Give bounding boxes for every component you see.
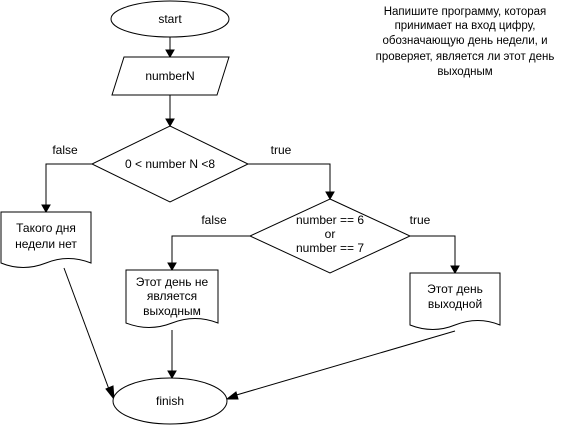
not-weekend-document: Этот день не является выходным <box>125 269 219 328</box>
range-check-decision: 0 < number N <8 <box>90 125 250 203</box>
weekend-check-label-line: or <box>325 227 336 241</box>
not-weekend-label-line: выходным <box>143 304 201 318</box>
edge-label-range-true: true <box>271 143 292 157</box>
input-node: numberN <box>111 56 230 96</box>
arrowhead <box>167 262 177 272</box>
not-weekend-label-line: является <box>147 289 197 303</box>
start-node: start <box>110 0 230 38</box>
edges <box>41 37 460 401</box>
start-label: start <box>158 12 182 26</box>
arrowhead <box>165 49 175 59</box>
task-note-line: Напишите программу, которая <box>384 6 547 18</box>
arrowhead <box>225 391 239 400</box>
edge-no-such-day-to-finish <box>63 267 111 393</box>
arrowhead <box>41 204 51 214</box>
arrowhead <box>167 370 177 380</box>
task-note-line: обозначающую день недели, и <box>383 35 548 47</box>
task-note-line: проверяет, является ли этот день <box>376 51 555 63</box>
weekend-document: Этот день выходной <box>409 272 501 330</box>
task-note-line: выходным <box>437 66 492 78</box>
arrowhead <box>105 385 115 401</box>
edge-label-range-false: false <box>52 143 78 157</box>
no-such-day-document: Такого дня недели нет <box>0 211 92 268</box>
weekend-label-line: Этот день <box>427 282 483 296</box>
edge-weekend-true <box>410 235 456 266</box>
edge-range-false <box>45 163 92 205</box>
weekend-check-label-line: number == 6 <box>296 213 364 227</box>
not-weekend-label-line: Этот день не <box>136 275 209 289</box>
edge-weekend-to-finish <box>232 330 456 397</box>
edge-label-weekend-true: true <box>410 213 431 227</box>
weekend-check-decision: number == 6 or number == 7 <box>248 198 412 274</box>
arrowhead <box>450 265 460 275</box>
task-note: Напишите программу, которая принимает на… <box>376 6 555 78</box>
arrowhead <box>165 118 175 128</box>
edge-weekend-false <box>171 235 250 263</box>
edge-label-weekend-false: false <box>201 213 227 227</box>
no-such-day-label-line: Такого дня <box>16 221 76 235</box>
no-such-day-label-line: недели нет <box>15 237 77 251</box>
finish-label: finish <box>156 394 184 408</box>
weekend-label-line: выходной <box>428 297 482 311</box>
input-label: numberN <box>145 69 194 83</box>
task-note-line: принимает на вход цифру, <box>395 20 536 32</box>
range-check-label: 0 < number N <8 <box>125 157 215 171</box>
weekend-check-label-line: number == 7 <box>296 241 364 255</box>
finish-node: finish <box>112 377 228 425</box>
edge-range-true <box>248 163 331 192</box>
arrowhead <box>325 191 335 201</box>
